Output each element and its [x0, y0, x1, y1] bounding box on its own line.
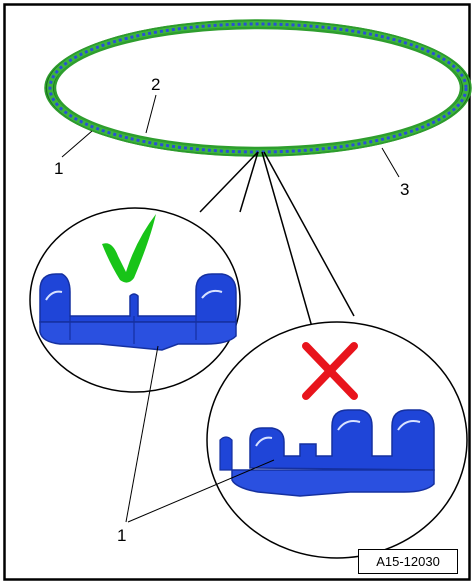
callout-ring-top: 2 [151, 75, 161, 94]
check-icon [102, 214, 156, 283]
leader-bottom-right [127, 459, 275, 523]
magnifier-line-right [261, 151, 313, 328]
callout-ring-left: 1 [54, 159, 64, 178]
leader-3 [381, 147, 400, 178]
callout-ring-right: 3 [400, 180, 410, 199]
clip-incorrect [219, 409, 435, 497]
magnifier-line-right2 [263, 151, 355, 317]
magnifier-line-left2 [239, 151, 259, 213]
figure-code-label: A15-12030 [358, 549, 458, 574]
leader-bottom-left [125, 345, 159, 523]
callout-bottom: 1 [117, 526, 127, 545]
cross-icon [302, 342, 358, 400]
leader-2 [145, 94, 157, 134]
magnifier-line-left [199, 151, 259, 213]
leader-1 [61, 130, 93, 158]
clip-correct [39, 273, 237, 351]
